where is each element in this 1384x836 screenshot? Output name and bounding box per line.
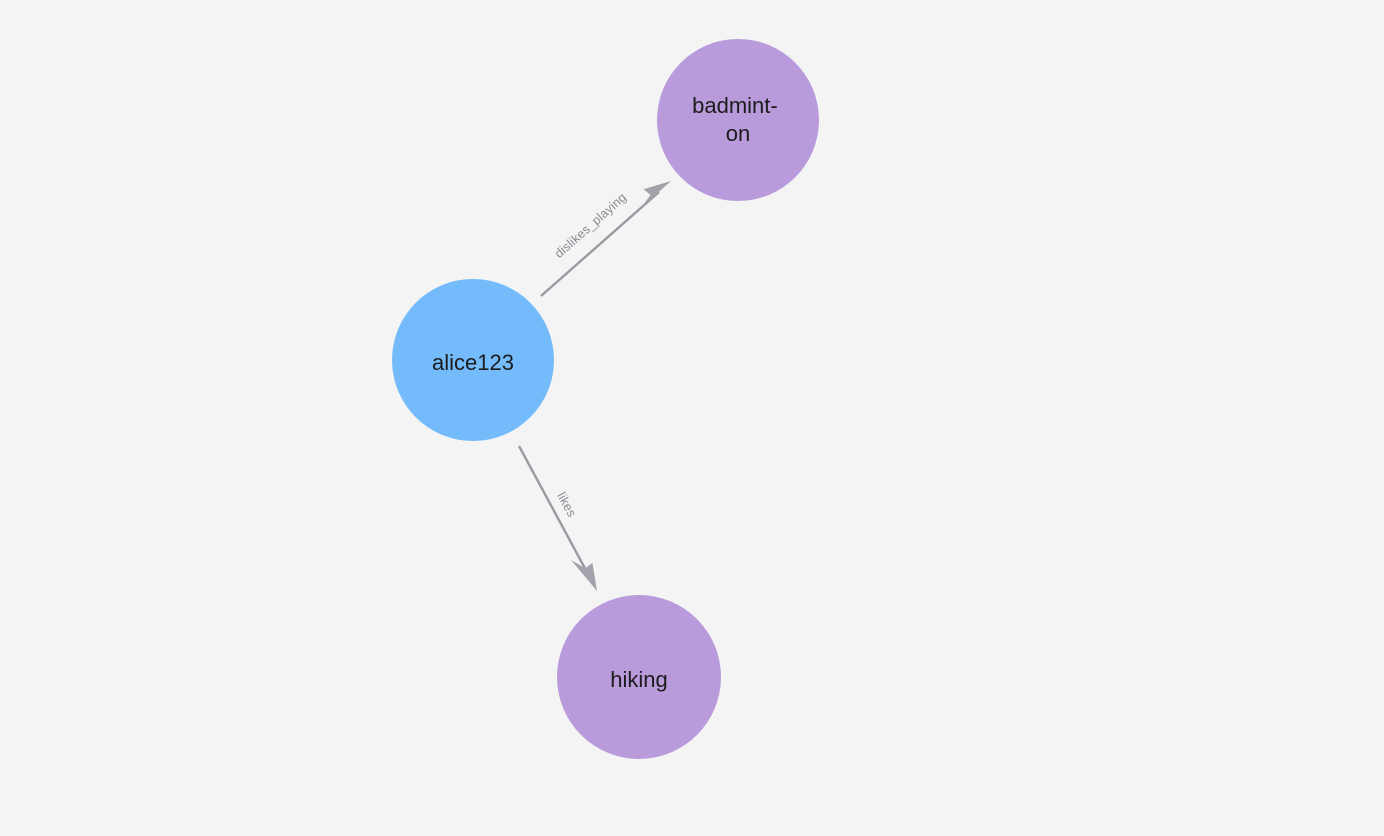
node-circle-alice123[interactable] bbox=[392, 279, 554, 441]
nodes-layer: badmint- on alice123 hiking bbox=[392, 39, 819, 759]
edge-dislikes-playing[interactable]: dislikes_playing bbox=[540, 181, 671, 297]
node-circle-badminton[interactable] bbox=[657, 39, 819, 201]
edge-label-likes: likes bbox=[554, 490, 579, 520]
node-badminton[interactable]: badmint- on bbox=[657, 39, 819, 201]
edge-likes[interactable]: likes bbox=[517, 445, 597, 591]
edge-line-dislikes-playing[interactable] bbox=[540, 191, 660, 297]
arrowhead-icon-dislikes-playing bbox=[640, 181, 671, 208]
edge-line-likes[interactable] bbox=[517, 445, 590, 575]
node-alice123[interactable]: alice123 bbox=[392, 279, 554, 441]
node-circle-hiking[interactable] bbox=[557, 595, 721, 759]
node-hiking[interactable]: hiking bbox=[557, 595, 721, 759]
arrowhead-icon-likes bbox=[571, 559, 597, 591]
edge-label-dislikes-playing: dislikes_playing bbox=[552, 190, 629, 261]
